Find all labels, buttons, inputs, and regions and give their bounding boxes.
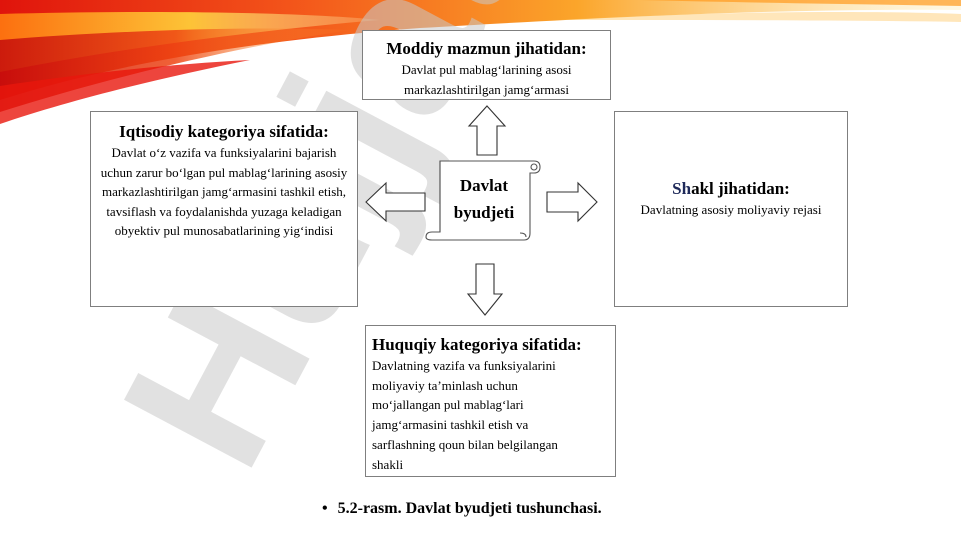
scroll-icon	[425, 160, 541, 241]
arrow-down-icon	[466, 263, 504, 316]
legal-category-box: Huquqiy kategoriya sifatida: Davlatning …	[365, 325, 616, 477]
flame-header-decoration	[0, 0, 961, 124]
bullet-icon: •	[322, 500, 328, 517]
legal-category-line: mo‘jallangan pul mablag‘lari	[372, 397, 524, 413]
form-aspect-text: Davlatning asosiy moliyaviy rejasi	[640, 202, 822, 217]
form-aspect-heading-part-2: akl jihatidan:	[691, 179, 790, 198]
legal-category-line: Davlatning vazifa va funksiyalarini	[372, 358, 556, 373]
state-budget-line-1: Davlat	[459, 176, 509, 195]
figure-caption-text: 5.2-rasm. Davlat byudjeti tushunchasi.	[337, 500, 602, 517]
arrow-left-icon	[365, 181, 426, 223]
legal-category-line: moliyaviy ta’minlash uchun	[372, 377, 518, 393]
material-content-text: Davlat pul mablag‘larining asosi markazl…	[401, 62, 572, 97]
arrow-up-icon	[467, 105, 507, 156]
form-aspect-heading-part-1: Sh	[672, 179, 692, 198]
economic-category-box: Iqtisodiy kategoriya sifatida: Davlat o‘…	[90, 111, 358, 307]
legal-category-line: sarflashning qoun bilan belgilangan	[372, 436, 558, 452]
arrow-right-icon	[546, 181, 598, 223]
material-content-heading: Moddiy mazmun jihatidan:	[386, 39, 587, 58]
economic-category-heading: Iqtisodiy kategoriya sifatida:	[119, 122, 329, 141]
material-content-box: Moddiy mazmun jihatidan: Davlat pul mabl…	[362, 30, 611, 100]
form-aspect-heading: Shakl jihatidan:	[621, 178, 841, 200]
state-budget-line-2: byudjeti	[453, 203, 515, 222]
form-aspect-box: Shakl jihatidan: Davlatning asosiy moliy…	[614, 111, 848, 307]
economic-category-text: Davlat o‘z vazifa va funksiyalarini baja…	[100, 145, 348, 238]
legal-category-heading: Huquqiy kategoriya sifatida:	[372, 335, 582, 354]
legal-category-line: shakli	[372, 456, 404, 472]
legal-category-line: jamg‘armasini tashkil etish va	[372, 417, 529, 433]
figure-caption: • 5.2-rasm. Davlat byudjeti tushunchasi.	[322, 500, 602, 518]
state-budget-label: Davlat byudjeti	[438, 172, 530, 226]
